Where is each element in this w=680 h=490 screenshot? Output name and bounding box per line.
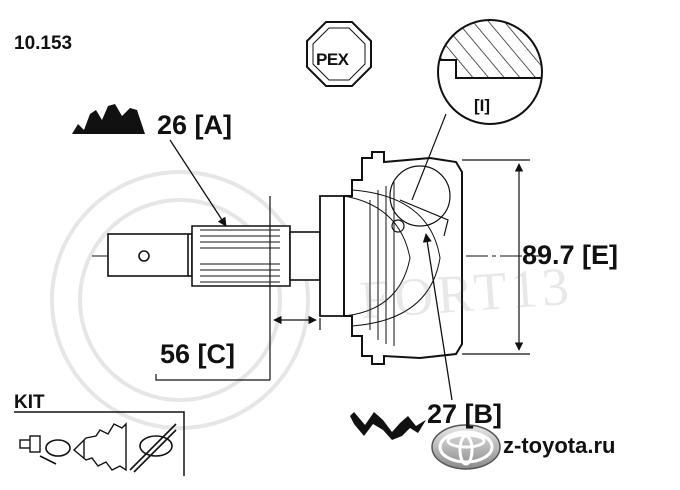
circlip-icon [19, 435, 41, 453]
watermark-ring [50, 170, 310, 430]
leader-a [169, 139, 227, 227]
boot-icon [72, 422, 127, 472]
ring-icon [39, 439, 71, 465]
dimension-e [462, 159, 530, 355]
joint-stem [319, 195, 345, 317]
ball-cage [389, 165, 451, 237]
spline-b-silhouette [350, 412, 426, 440]
kit-frame [14, 411, 185, 476]
detail-ref-label: [I] [474, 96, 491, 115]
kit-title: KIT [14, 392, 45, 413]
toyota-emblem-icon [431, 424, 501, 470]
brand-logo [306, 21, 372, 87]
length-c-label: 56 [C] [160, 339, 236, 369]
clamp-icon [129, 423, 177, 473]
spline-a-label: 26 [A] [157, 110, 233, 140]
bell-housing [343, 151, 463, 365]
spline-b-label: 27 [B] [427, 399, 503, 429]
detail-circle [411, 19, 543, 201]
dimension-c [155, 196, 321, 381]
splined-section [191, 225, 321, 287]
part-number: 10.153 [14, 33, 73, 54]
brand-logo-text: PEX [316, 50, 349, 69]
spline-a-silhouette [72, 104, 145, 134]
diameter-e-label: 89.7 [E] [522, 240, 619, 270]
housing-ribs [343, 182, 441, 346]
leader-b [422, 233, 453, 401]
site-logo-text[interactable]: z-toyota.ru [503, 433, 616, 458]
stub-shaft [107, 233, 193, 277]
